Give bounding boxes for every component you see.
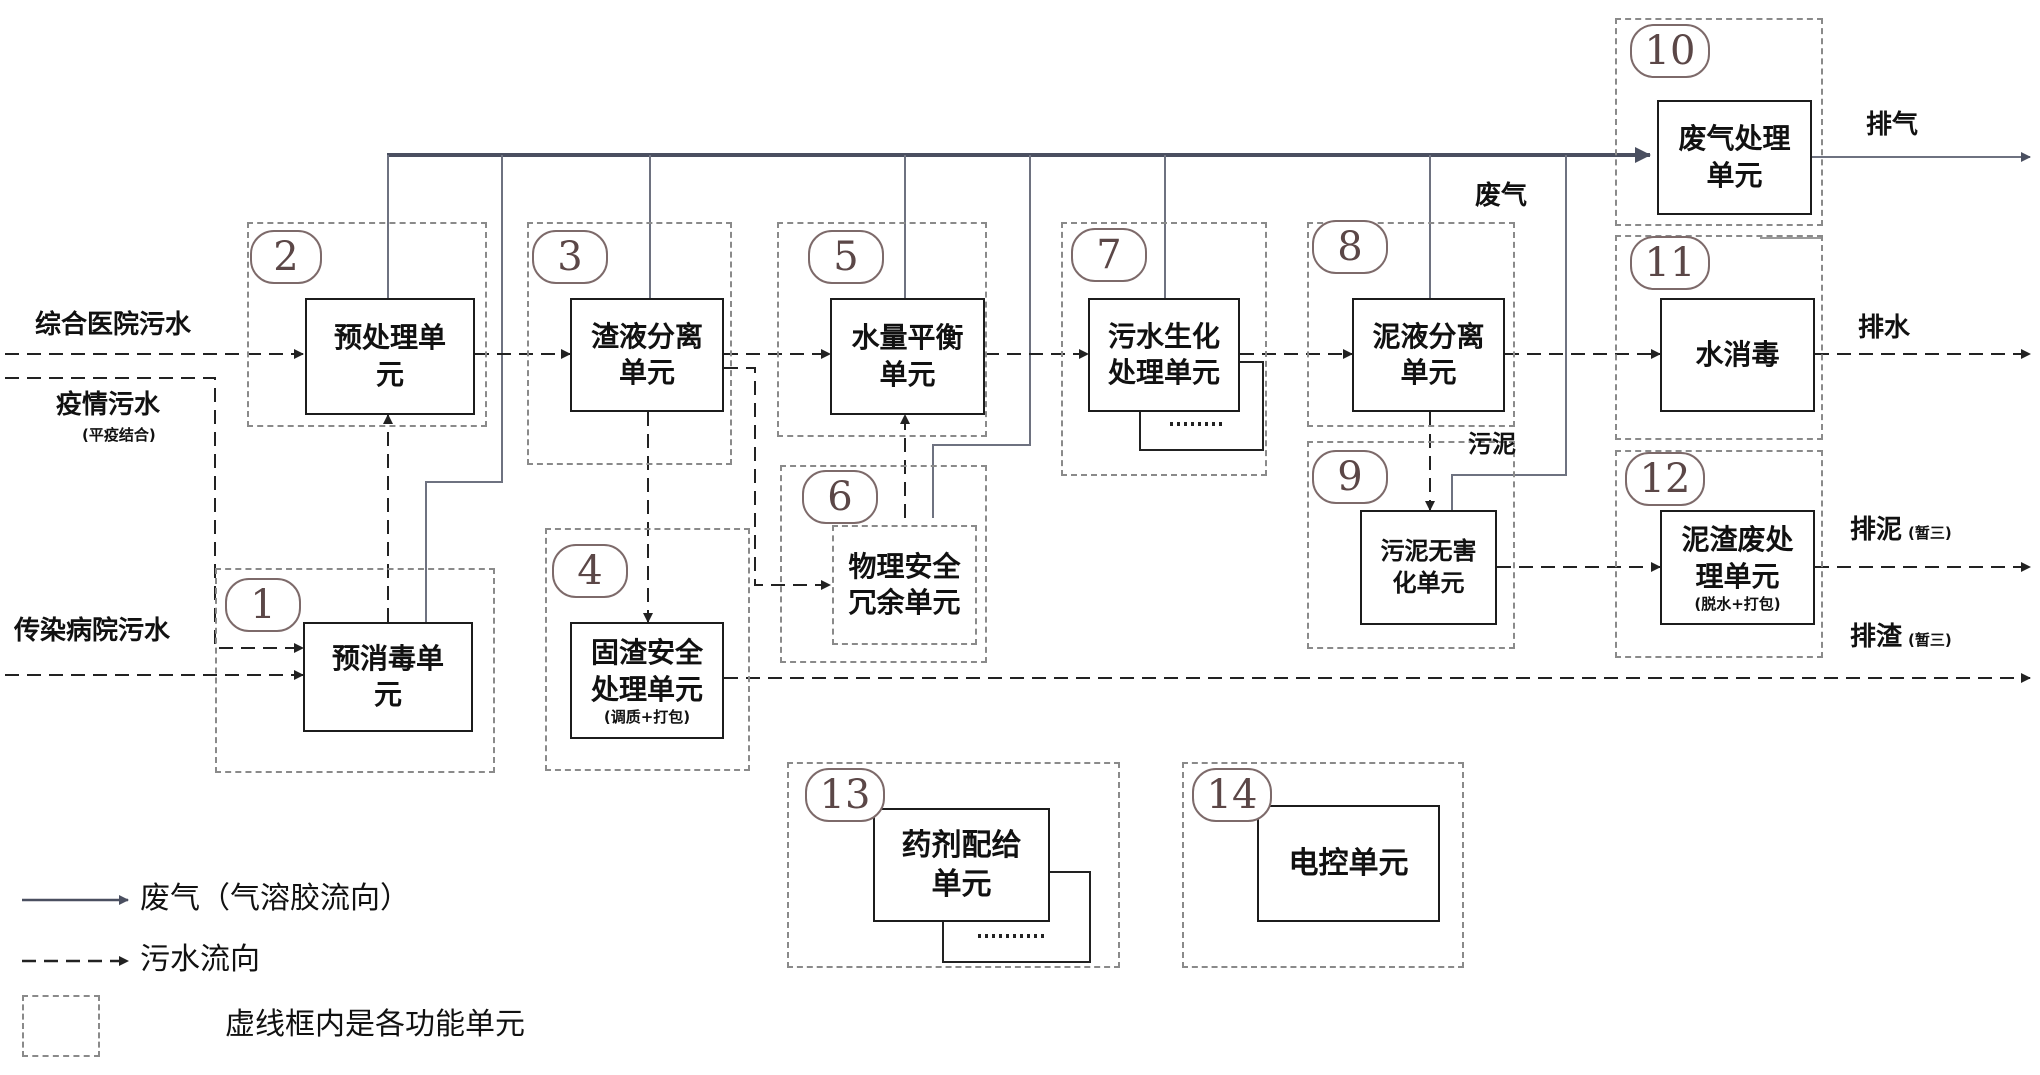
unit2-line1: 预处理单 bbox=[333, 321, 446, 355]
legend-graphics bbox=[22, 895, 129, 966]
frame-unit8 bbox=[1307, 222, 1515, 427]
frame-unit13 bbox=[787, 762, 1120, 968]
unit3-number: 3 bbox=[532, 230, 608, 284]
output-drain-label: 排水 bbox=[1858, 313, 1911, 343]
sludge-label: 污泥 bbox=[1468, 430, 1516, 458]
unit2-number: 2 bbox=[250, 230, 322, 284]
unit13-line2: 单元 bbox=[931, 867, 992, 902]
input-general-label: 综合医院污水 bbox=[35, 310, 192, 340]
unit14-line1: 电控单元 bbox=[1288, 846, 1409, 881]
frame-unit2 bbox=[247, 222, 487, 427]
legend-gas-text: 废气（气溶胶流向） bbox=[140, 881, 410, 916]
frame-unit10 bbox=[1615, 18, 1823, 226]
unit2-box: 预处理单 元 bbox=[305, 298, 475, 415]
unit9-line2: 化单元 bbox=[1392, 568, 1465, 597]
frame-unit4 bbox=[545, 528, 750, 771]
unit9-box: 污泥无害 化单元 bbox=[1360, 510, 1497, 625]
waste-gas-label: 废气 bbox=[1475, 181, 1528, 211]
frame-unit9 bbox=[1307, 441, 1515, 649]
unit3-line1: 渣液分离 bbox=[590, 319, 703, 353]
unit8-line2: 单元 bbox=[1400, 356, 1457, 389]
input-epidemic-note: (平疫结合) bbox=[82, 426, 156, 444]
unit5-line1: 水量平衡 bbox=[851, 321, 964, 355]
output-exhaust-label: 排气 bbox=[1866, 110, 1919, 140]
unit4-box: 固渣安全 处理单元 (调质+打包) bbox=[570, 622, 724, 739]
unit4-line2: 处理单元 bbox=[590, 672, 703, 706]
unit4-note: (调质+打包) bbox=[603, 707, 691, 726]
unit7-number: 7 bbox=[1071, 228, 1147, 282]
frame-unit6-inner bbox=[832, 525, 977, 645]
unit4-line1: 固渣安全 bbox=[590, 636, 703, 670]
unit11-number: 11 bbox=[1630, 236, 1710, 290]
output-sludge-label: 排泥 bbox=[1850, 515, 1903, 545]
gas-from-unit1 bbox=[425, 155, 503, 622]
gas-lines bbox=[387, 147, 2031, 622]
unit12-box: 泥渣废处 理单元 (脱水+打包) bbox=[1660, 510, 1815, 625]
unit3-line2: 单元 bbox=[618, 356, 675, 389]
unit7-box: 污水生化 处理单元 bbox=[1088, 298, 1240, 412]
unit10-box: 废气处理 单元 bbox=[1657, 100, 1812, 215]
frame-unit7 bbox=[1061, 222, 1267, 476]
legend-sewage-text: 污水流向 bbox=[140, 942, 260, 977]
loop-unit13 bbox=[942, 871, 1091, 963]
unit12-line1: 泥渣废处 bbox=[1681, 523, 1794, 557]
unit2-line2: 元 bbox=[375, 357, 404, 391]
output-residue-note: (暂三) bbox=[1908, 631, 1952, 649]
unit7-line2: 处理单元 bbox=[1107, 356, 1220, 389]
unit6-line1: 物理安全 bbox=[848, 549, 961, 583]
unit8-box: 泥液分离 单元 bbox=[1352, 298, 1505, 412]
legend-frame-text: 虚线框内是各功能单元 bbox=[225, 1007, 525, 1042]
frame-unit3 bbox=[527, 222, 732, 465]
unit1-line2: 元 bbox=[373, 678, 402, 711]
unit1-number: 1 bbox=[225, 578, 301, 632]
unit11-box: 水消毒 bbox=[1660, 298, 1815, 412]
frame-unit14 bbox=[1182, 762, 1464, 968]
gas-from-unit9 bbox=[1451, 155, 1567, 510]
unit1-line1: 预消毒单 bbox=[331, 641, 444, 675]
unit5-number: 5 bbox=[808, 230, 884, 284]
unit1-box: 预消毒单 元 bbox=[303, 622, 473, 732]
flow-3-to-6 bbox=[724, 367, 831, 590]
unit9-line1: 污泥无害 bbox=[1380, 537, 1477, 566]
unit14-number: 14 bbox=[1192, 768, 1272, 822]
legend-frame-swatch bbox=[22, 995, 100, 1057]
unit6-line2: 冗余单元 bbox=[848, 586, 961, 619]
unit13-number: 13 bbox=[805, 768, 885, 822]
unit10-line2: 单元 bbox=[1706, 158, 1763, 192]
unit12-note: (脱水+打包) bbox=[1694, 594, 1781, 613]
frame-unit1 bbox=[215, 568, 495, 773]
unit5-line2: 单元 bbox=[879, 357, 936, 391]
frame-unit5 bbox=[777, 222, 987, 437]
recirculation-loops bbox=[942, 361, 1264, 963]
unit9-number: 9 bbox=[1312, 450, 1388, 504]
unit12-number: 12 bbox=[1625, 452, 1705, 506]
loop-unit7 bbox=[1139, 361, 1264, 451]
input-infectious-label: 传染病院污水 bbox=[14, 616, 171, 646]
frame-unit11 bbox=[1615, 235, 1823, 440]
frame-unit12 bbox=[1615, 450, 1823, 658]
unit14-box: 电控单元 bbox=[1257, 805, 1440, 922]
unit8-number: 8 bbox=[1312, 220, 1388, 274]
unit10-line1: 废气处理 bbox=[1678, 122, 1791, 156]
input-epidemic-label: 疫情污水 bbox=[56, 390, 161, 420]
unit13-box: 药剂配给 单元 bbox=[873, 808, 1050, 922]
unit7-line1: 污水生化 bbox=[1107, 319, 1220, 353]
unit6-box: 物理安全 冗余单元 bbox=[832, 525, 977, 645]
unit8-line1: 泥液分离 bbox=[1372, 319, 1485, 353]
output-residue-label: 排渣 bbox=[1850, 622, 1903, 652]
unit13-line1: 药剂配给 bbox=[901, 828, 1022, 863]
unit5-box: 水量平衡 单元 bbox=[830, 298, 985, 415]
unit6-number: 6 bbox=[802, 470, 878, 524]
unit4-number: 4 bbox=[552, 544, 628, 598]
unit12-line2: 理单元 bbox=[1695, 559, 1780, 593]
unit10-number: 10 bbox=[1630, 24, 1710, 78]
output-sludge-note: (暂三) bbox=[1908, 524, 1952, 542]
unit3-box: 渣液分离 单元 bbox=[570, 298, 724, 412]
gas-from-unit6 bbox=[932, 155, 1031, 518]
unit11-line1: 水消毒 bbox=[1695, 337, 1780, 371]
frame-unit6 bbox=[780, 465, 987, 663]
